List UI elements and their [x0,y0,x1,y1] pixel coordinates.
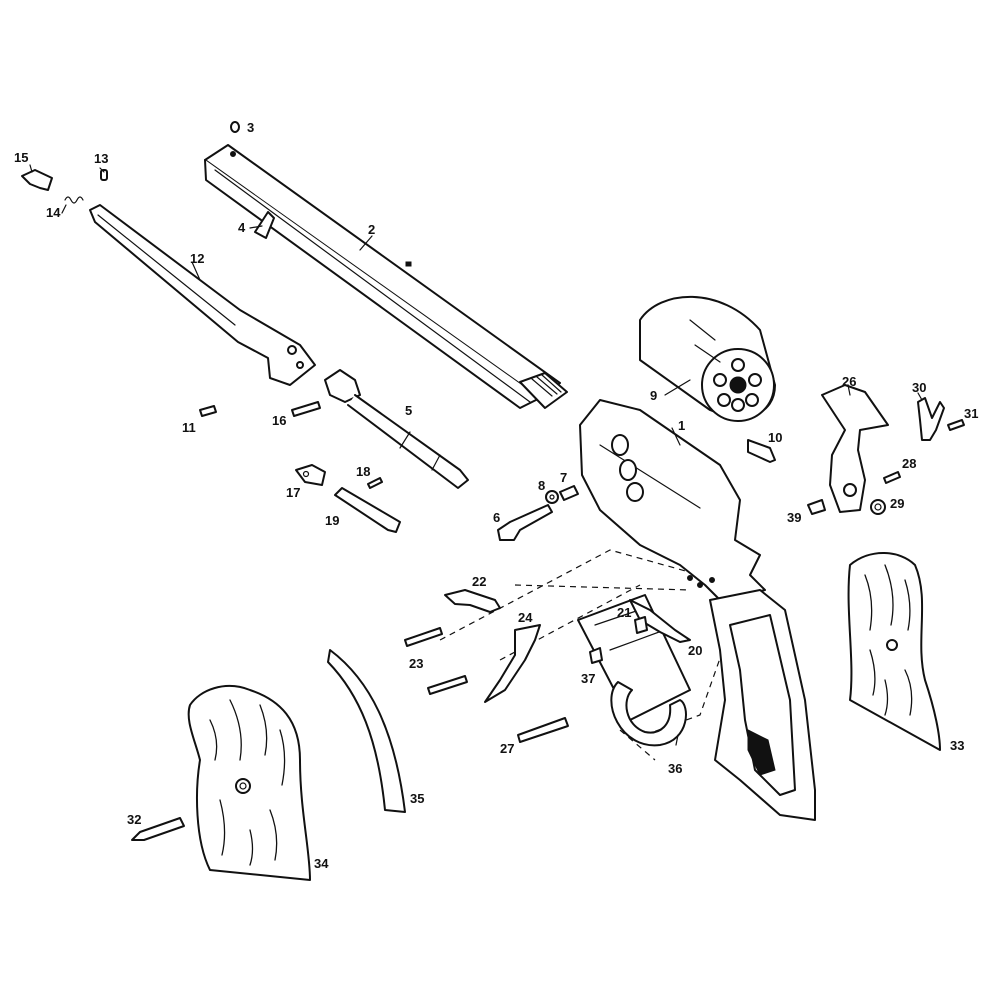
pin-28 [883,471,901,484]
ejector-head [21,169,53,191]
washer-8 [545,490,559,504]
hand-30 [917,397,945,441]
pin-18 [367,477,383,489]
barrel [204,144,568,409]
label-part-8: 8 [538,478,545,493]
hammer-bushing-29 [870,499,886,515]
base-pin [324,369,469,489]
label-part-32: 32 [127,812,141,827]
cylinder [639,295,776,422]
label-part-7: 7 [560,470,567,485]
screw-37 [589,647,603,664]
label-part-24: 24 [518,610,533,625]
hammer-screw-39 [807,499,826,515]
screw-21 [634,616,648,634]
trigger-24 [484,624,541,703]
label-part-30: 30 [912,380,926,395]
label-part-12: 12 [190,251,204,266]
label-part-9: 9 [650,388,657,403]
screw-23b [427,675,468,695]
label-part-20: 20 [688,643,702,658]
trigger-guard-36 [577,594,691,747]
label-part-13: 13 [94,151,108,166]
leader-lines [29,164,923,746]
label-part-37: 37 [581,671,595,686]
label-part-35: 35 [410,791,424,806]
label-part-21: 21 [617,605,631,620]
label-part-18: 18 [356,464,370,479]
pin-31 [947,419,965,431]
label-part-3: 3 [247,120,254,135]
cylinder-bushing [747,439,776,463]
label-part-29: 29 [890,496,904,511]
grip-screw-32 [131,817,185,841]
label-part-36: 36 [668,761,682,776]
ejector-pin [100,169,108,181]
latch-6 [497,504,553,541]
trigger-screw-27 [517,717,569,743]
label-part-2: 2 [368,222,375,237]
label-part-4: 4 [238,220,246,235]
grip-panel-left [187,685,311,881]
label-part-19: 19 [325,513,339,528]
label-part-6: 6 [493,510,500,525]
grip-frame [709,589,816,821]
screw-23a [404,627,443,647]
label-part-39: 39 [787,510,801,525]
front-sight [254,211,275,239]
label-part-31: 31 [964,406,978,421]
sight-pin [230,121,240,133]
ejector-rod-housing [89,204,316,386]
label-part-11: 11 [182,420,196,435]
mainspring-35 [327,649,406,813]
cylinder-stop-17 [295,464,326,486]
label-part-1: 1 [678,418,685,433]
part-labels: 1 2 3 4 5 6 7 8 9 10 11 12 13 14 15 16 1… [14,120,978,871]
label-part-17: 17 [286,485,300,500]
label-part-10: 10 [768,430,782,445]
label-part-14: 14 [46,205,61,220]
frame [579,399,766,601]
label-part-26: 26 [842,374,856,389]
label-part-23: 23 [409,656,423,671]
label-part-16: 16 [272,413,286,428]
ejector-spring [64,196,84,204]
base-pin-screw [291,401,321,417]
label-part-34: 34 [314,856,329,871]
label-part-27: 27 [500,741,514,756]
label-part-28: 28 [902,456,916,471]
small-screw-11 [199,405,217,417]
screw-7 [559,485,579,501]
bolt-22 [444,589,501,613]
label-part-15: 15 [14,150,28,165]
label-part-5: 5 [405,403,412,418]
hammer [821,384,889,513]
label-part-33: 33 [950,738,964,753]
grip-panel-right [847,552,941,751]
label-part-22: 22 [472,574,486,589]
spring-19 [334,487,401,533]
